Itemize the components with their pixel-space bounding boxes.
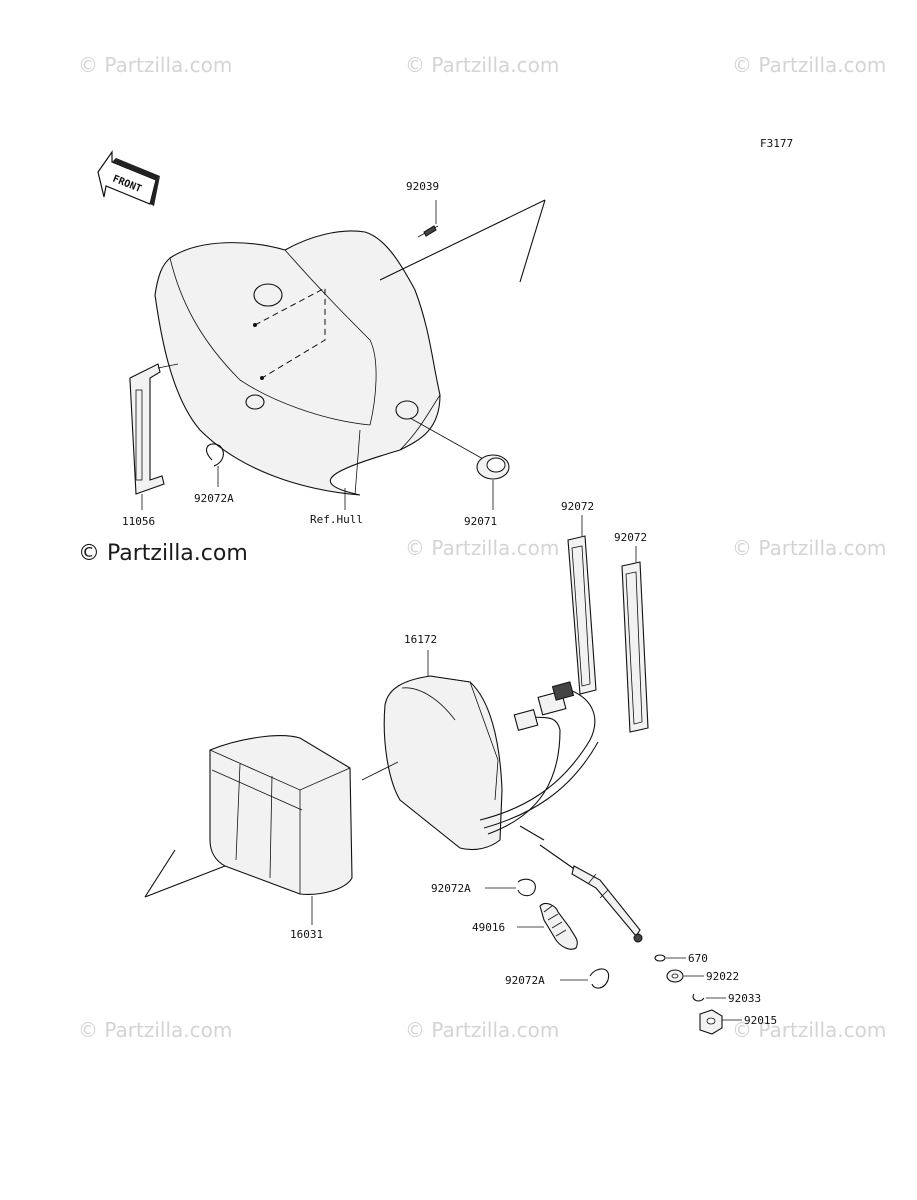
controller-16172 [361,650,599,851]
label-92033: 92033 [728,992,761,1005]
label-670: 670 [688,952,708,965]
throttle-cable [539,844,643,943]
clip-92072A-low [560,968,610,989]
watermark: © Partzilla.com [732,536,886,560]
label-92015: 92015 [744,1014,777,1027]
label-16172: 16172 [404,633,437,646]
ring-670 [654,954,686,962]
label-11056: 11056 [122,515,155,528]
circlip-92033 [692,993,726,1002]
clamp-92072A-top [206,443,224,487]
hull-drawing [154,199,546,496]
watermark: © Partzilla.com [78,53,232,77]
front-arrow-icon: FRONT [97,150,160,206]
watermark-strong: © Partzilla.com [78,541,248,566]
boot-49016 [517,903,578,950]
strap-92072-a [567,515,597,695]
label-16031: 16031 [290,928,323,941]
label-92072A-top: 92072A [194,492,234,505]
cover-16031 [144,735,353,925]
label-92072-a: 92072 [561,500,594,513]
label-92039: 92039 [406,180,439,193]
label-92022: 92022 [706,970,739,983]
watermark: © Partzilla.com [405,536,559,560]
label-92072A-low: 92072A [505,974,545,987]
label-92071: 92071 [464,515,497,528]
grommet-92071 [409,417,510,510]
part-labels: 92039 11056 92072A Ref.Hull 92071 92072 … [122,180,777,1027]
figure-code: F3177 [760,137,793,150]
watermark: © Partzilla.com [405,1018,559,1042]
watermark: © Partzilla.com [732,53,886,77]
watermark: © Partzilla.com [732,1018,886,1042]
watermark: © Partzilla.com [405,53,559,77]
watermarks: © Partzilla.com © Partzilla.com © Partzi… [78,53,886,1042]
label-49016: 49016 [472,921,505,934]
bracket-11056 [129,363,179,510]
strap-92072-b [621,546,649,733]
watermark: © Partzilla.com [78,1018,232,1042]
clip-92072A-mid [485,878,536,897]
nut-92015 [699,1009,742,1035]
label-92072-b: 92072 [614,531,647,544]
washer-92022 [666,969,704,983]
label-ref-hull: Ref.Hull [310,513,363,526]
label-92072A-mid: 92072A [431,882,471,895]
